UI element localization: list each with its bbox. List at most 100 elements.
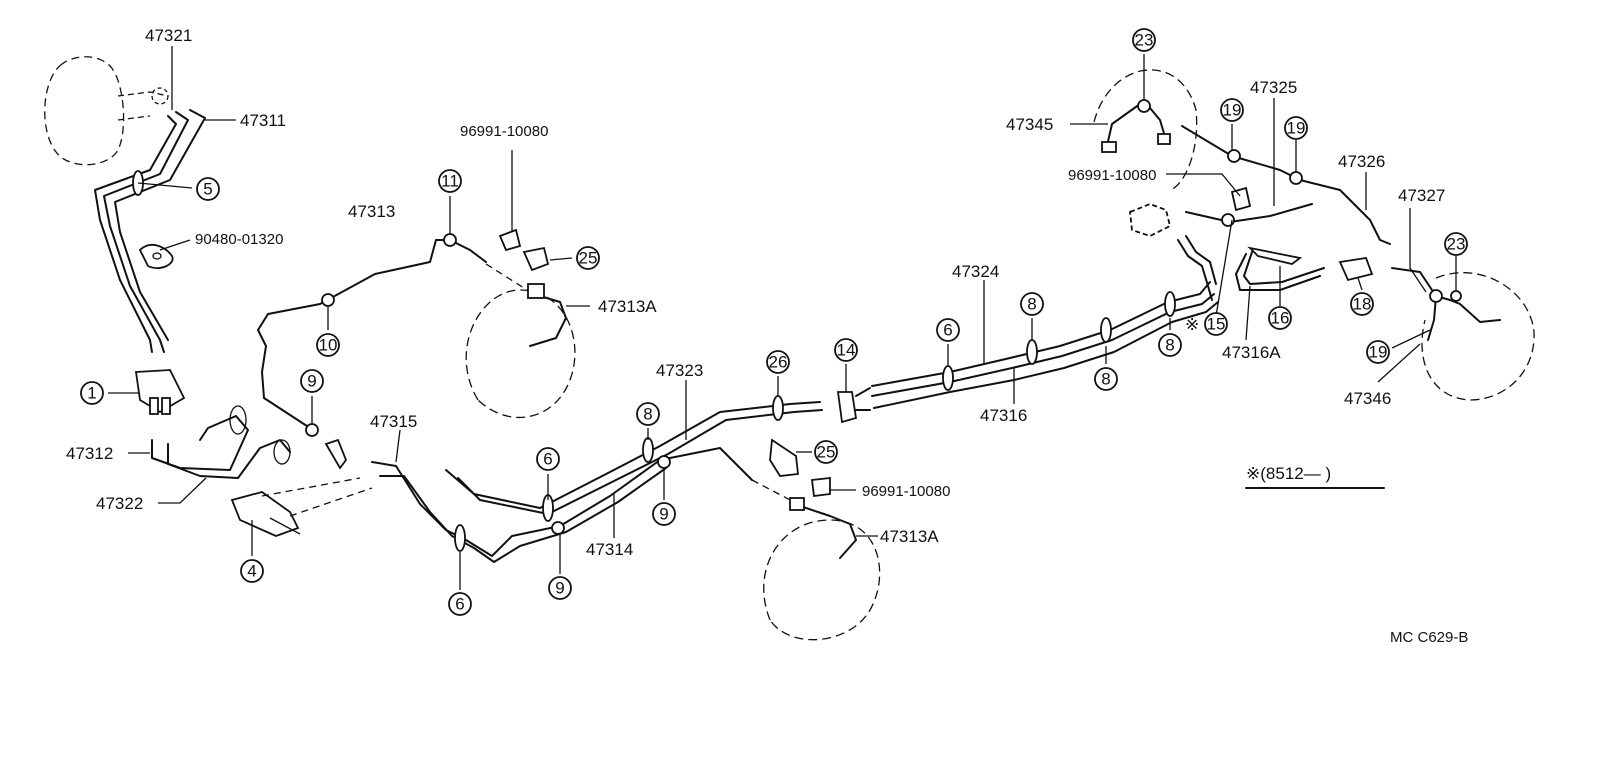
proportioning-valve-right	[1129, 203, 1172, 237]
callout-9-left: 9	[300, 369, 324, 393]
callout-16: 16	[1268, 306, 1292, 330]
label-47322: 47322	[96, 494, 143, 513]
svg-text:6: 6	[543, 450, 552, 469]
callout-5: 5	[196, 177, 220, 201]
label-47327: 47327	[1398, 186, 1445, 205]
leader-lines	[108, 46, 1457, 590]
tee-18	[1338, 256, 1374, 282]
label-47321: 47321	[145, 26, 192, 45]
master-cylinder-drawing	[44, 56, 169, 166]
clamp-90480	[138, 243, 174, 269]
label-47324: 47324	[952, 262, 999, 281]
label-47311: 47311	[240, 111, 286, 130]
callout-9-center: 9	[652, 502, 676, 526]
bracket-25-top	[522, 246, 550, 272]
bracket-9-left	[324, 438, 348, 470]
label-96991-10080-top: 96991-10080	[460, 123, 548, 140]
label-96991-10080-mid: 96991-10080	[862, 483, 950, 500]
svg-text:25: 25	[579, 249, 598, 268]
label-90480-01320: 90480-01320	[195, 231, 283, 248]
callout-6-bottom: 6	[448, 592, 472, 616]
line-47313	[257, 233, 487, 437]
line-15	[1177, 235, 1217, 301]
svg-text:11: 11	[441, 172, 459, 191]
svg-text:23: 23	[1135, 31, 1154, 50]
svg-text:8: 8	[1027, 295, 1036, 314]
svg-text:9: 9	[307, 372, 316, 391]
svg-text:8: 8	[1101, 370, 1110, 389]
label-47326: 47326	[1338, 152, 1385, 171]
svg-text:23: 23	[1447, 235, 1466, 254]
svg-text:4: 4	[247, 562, 256, 581]
front-lines-left-bundle	[94, 109, 206, 353]
label-47325: 47325	[1250, 78, 1297, 97]
callout-23-left: 23	[1132, 28, 1156, 52]
lines-47312-47322	[151, 405, 291, 479]
clip-96991-mid	[810, 476, 831, 498]
svg-text:16: 16	[1271, 309, 1290, 328]
label-47313: 47313	[348, 202, 395, 221]
svg-text:10: 10	[319, 336, 338, 355]
callout-1: 1	[80, 381, 104, 405]
callout-19-mid: 19	[1284, 116, 1308, 140]
label-47312: 47312	[66, 444, 113, 463]
drawing-code: MC C629-B	[1390, 629, 1468, 646]
label-47345: 47345	[1006, 115, 1053, 134]
callout-19-top: 19	[1220, 98, 1244, 122]
front-wheel-right-hose	[465, 283, 576, 419]
label-47346: 47346	[1344, 389, 1391, 408]
rear-axle-right-area	[1391, 267, 1535, 401]
svg-text:8: 8	[1165, 336, 1174, 355]
label-47313A-top: 47313A	[598, 297, 657, 316]
svg-text:5: 5	[203, 180, 212, 199]
label-47314: 47314	[586, 540, 633, 559]
svg-text:19: 19	[1287, 119, 1306, 138]
svg-text:14: 14	[837, 341, 856, 360]
mark-15: ※	[1185, 315, 1199, 334]
callout-4: 4	[240, 559, 264, 583]
callout-10: 10	[316, 333, 340, 357]
bracket-25-mid	[769, 438, 799, 477]
callout-8-b: 8	[1094, 367, 1118, 391]
svg-text:6: 6	[943, 321, 952, 340]
callout-26: 26	[766, 350, 790, 374]
junction-block-1	[134, 369, 186, 415]
svg-text:19: 19	[1223, 101, 1242, 120]
callout-19-bottom: 19	[1366, 340, 1390, 364]
label-47323: 47323	[656, 361, 703, 380]
callout-18: 18	[1350, 292, 1374, 316]
lines-47315-47314-47323	[371, 395, 823, 563]
svg-text:9: 9	[659, 505, 668, 524]
callout-14: 14	[834, 338, 858, 362]
svg-text:26: 26	[769, 353, 788, 372]
svg-text:25: 25	[817, 443, 836, 462]
label-47313A-bottom: 47313A	[880, 527, 939, 546]
callout-25-top: 25	[576, 246, 600, 270]
svg-text:15: 15	[1207, 315, 1226, 334]
label-47315: 47315	[370, 412, 417, 431]
svg-text:8: 8	[643, 405, 652, 424]
line-47326	[1185, 203, 1313, 227]
callout-15: ※ 15	[1185, 312, 1228, 336]
callout-25-mid: 25	[814, 440, 838, 464]
svg-text:6: 6	[455, 595, 464, 614]
callout-11: 11	[438, 169, 462, 193]
callout-8-c: 8	[1158, 333, 1182, 357]
callout-8-a: 8	[1020, 292, 1044, 316]
callout-6-center: 6	[536, 447, 560, 471]
callout-9-bottom: 9	[548, 576, 572, 600]
label-47316: 47316	[980, 406, 1027, 425]
hose-47316A	[1235, 246, 1325, 291]
callout-6-right: 6	[936, 318, 960, 342]
clip-96991-right	[1230, 186, 1252, 212]
rear-wheel-left-hose	[763, 497, 881, 641]
line-47325	[1181, 125, 1391, 245]
svg-text:19: 19	[1369, 343, 1388, 362]
rear-axle-left-area	[1093, 69, 1198, 191]
label-96991-10080-right: 96991-10080	[1068, 167, 1156, 184]
svg-text:1: 1	[87, 384, 96, 403]
proportioning-valve-4	[230, 491, 301, 537]
clip-96991-top	[498, 228, 522, 252]
